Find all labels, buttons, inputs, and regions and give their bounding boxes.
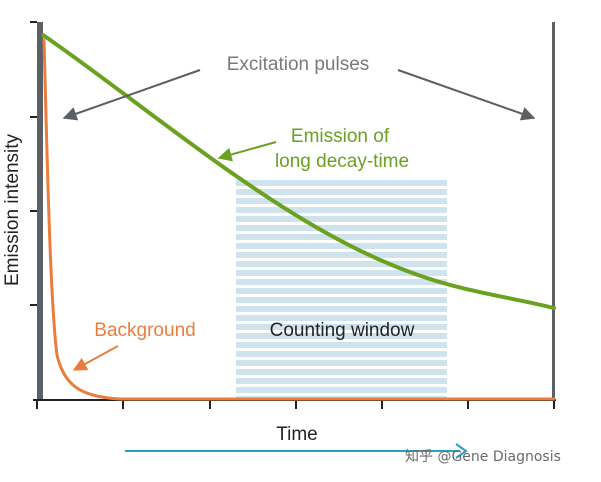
excitation-pulse-left xyxy=(37,22,43,400)
background-label: Background xyxy=(94,320,195,341)
long-emission-arrow xyxy=(217,141,277,162)
watermark: 知乎 @Gene Diagnosis xyxy=(405,449,561,465)
counting-window xyxy=(236,180,447,399)
y-axis-ticks xyxy=(30,21,37,306)
time-arrow-head xyxy=(455,443,468,459)
pulse-arrow-left xyxy=(62,69,201,121)
x-axis-label: Time xyxy=(276,424,318,445)
excitation-pulses-label: Excitation pulses xyxy=(227,54,370,75)
long-emission-label-line1: Emission of xyxy=(291,126,390,147)
counting-window-label: Counting window xyxy=(270,320,415,341)
pulse-arrow-right xyxy=(397,69,536,121)
long-emission-label-line2: long decay-time xyxy=(275,151,409,172)
background-arrow xyxy=(72,345,119,371)
background-curve xyxy=(42,38,556,401)
y-axis-label: Emission intensity xyxy=(2,133,23,286)
x-axis-ticks xyxy=(36,400,555,409)
excitation-pulse-right xyxy=(552,22,555,400)
long-decay-emission-curve xyxy=(41,33,556,310)
